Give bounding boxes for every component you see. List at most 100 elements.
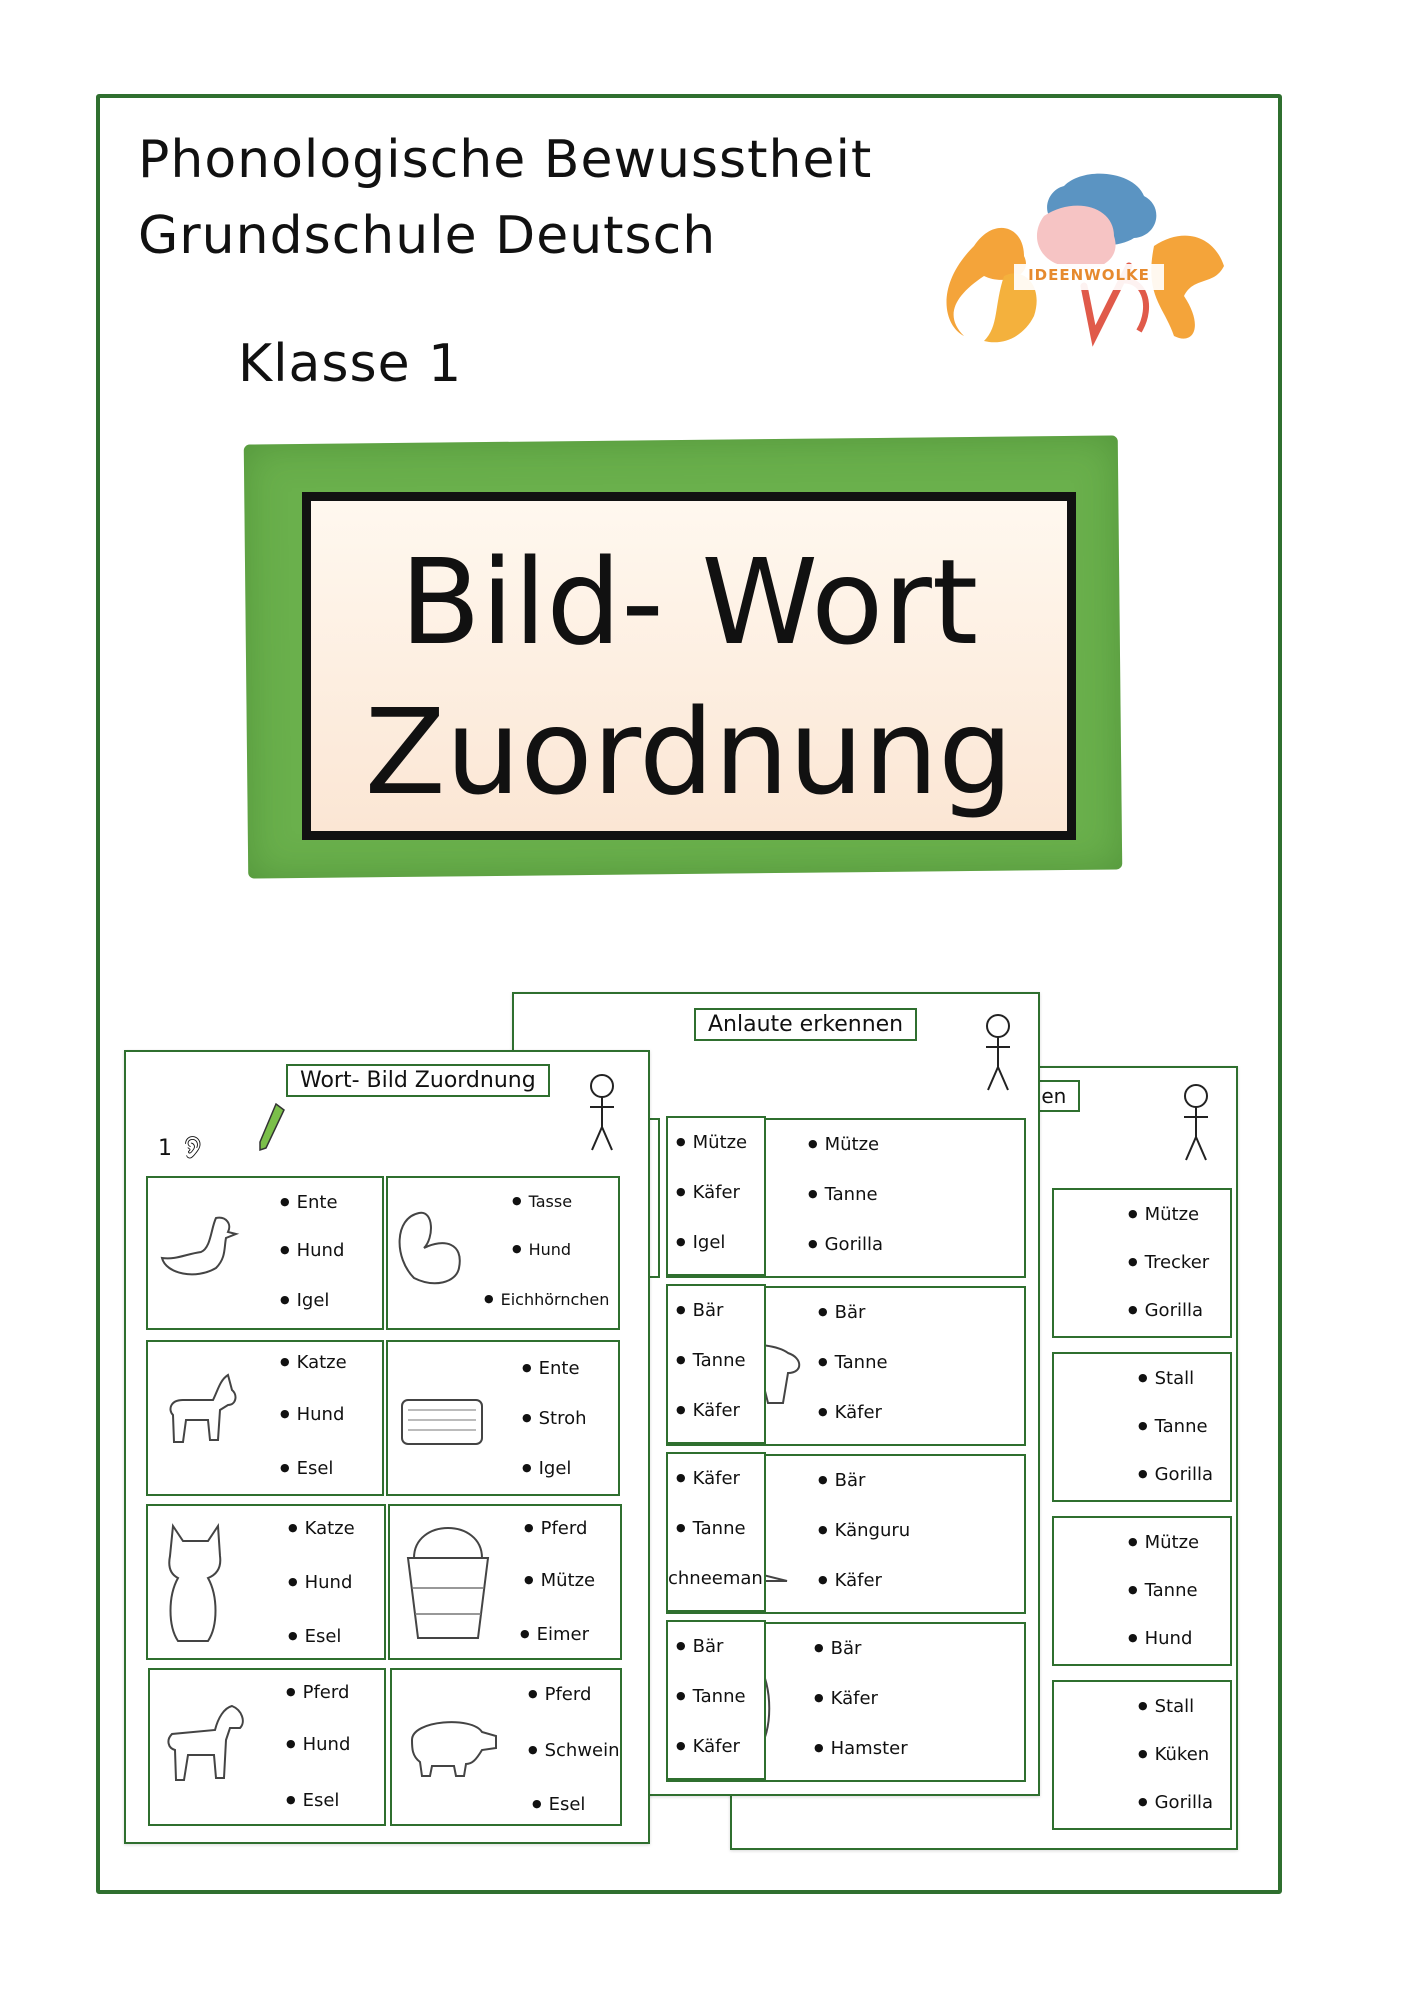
- option: Stall: [1138, 1368, 1195, 1389]
- option: Käfer: [814, 1688, 878, 1709]
- option: Hund: [288, 1572, 353, 1593]
- straw-bale-icon: [401, 1399, 483, 1445]
- card: Stall Küken Gorilla: [1052, 1680, 1232, 1830]
- option: Bär: [676, 1636, 724, 1657]
- option: Käfer: [676, 1736, 740, 1757]
- option: Ente: [280, 1192, 338, 1213]
- option: Pferd: [286, 1682, 350, 1703]
- boy-icon: [590, 1074, 614, 1151]
- option: chneemann: [668, 1568, 766, 1589]
- option: Tanne: [676, 1350, 746, 1371]
- option: Tanne: [1128, 1580, 1198, 1601]
- option: Eichhörnchen: [484, 1290, 610, 1309]
- option: Schwein: [528, 1740, 620, 1761]
- squirrel-icon: [398, 1211, 461, 1285]
- option: Gorilla: [1138, 1792, 1213, 1813]
- header-line-1: Phonologische Bewusstheit: [138, 130, 873, 190]
- option: Bär: [814, 1638, 862, 1659]
- card: Katze Hund Esel: [146, 1504, 386, 1660]
- card: Mütze Käfer Igel: [666, 1116, 766, 1276]
- option: Bär: [818, 1302, 866, 1323]
- worksheet-left: Wort- Bild Zuordnung 1 👂︎ Ente Hund Igel…: [124, 1050, 650, 1844]
- option: Esel: [532, 1794, 586, 1815]
- option: Käfer: [676, 1468, 740, 1489]
- grade-label: Klasse 1: [238, 334, 463, 394]
- card: Tasse Hund Eichhörnchen: [386, 1176, 620, 1330]
- option: Küken: [1138, 1744, 1210, 1765]
- option: Bär: [676, 1300, 724, 1321]
- page-frame: [96, 94, 1282, 1894]
- option: Tasse: [512, 1192, 572, 1211]
- logo-graphic: [946, 173, 1224, 347]
- option: Gorilla: [1128, 1300, 1203, 1321]
- pig-icon: [410, 1721, 497, 1777]
- sheet-middle-title: Anlaute erkennen: [694, 1008, 918, 1041]
- option: Ente: [522, 1358, 580, 1379]
- option: Esel: [280, 1458, 334, 1479]
- option: Esel: [288, 1626, 342, 1647]
- card: Pferd Mütze Eimer: [388, 1504, 622, 1660]
- option: Mütze: [1128, 1532, 1200, 1553]
- option: Stall: [1138, 1696, 1195, 1717]
- option: Hund: [1128, 1628, 1193, 1649]
- card: Katze Hund Esel: [146, 1340, 384, 1496]
- option: Stroh: [522, 1408, 587, 1429]
- option: Käfer: [676, 1182, 740, 1203]
- horse-icon: [167, 1704, 244, 1781]
- card: Mütze Tanne Hund: [1052, 1516, 1232, 1666]
- option: Pferd: [524, 1518, 588, 1539]
- option: Hund: [280, 1404, 345, 1425]
- option: Katze: [280, 1352, 347, 1373]
- option: Käfer: [676, 1400, 740, 1421]
- option: Mütze: [524, 1570, 596, 1591]
- option: Hund: [286, 1734, 351, 1755]
- pencil-icon: [259, 1102, 285, 1152]
- donkey-icon: [169, 1373, 237, 1443]
- card: Pferd Schwein Esel: [390, 1668, 622, 1826]
- option: Igel: [676, 1232, 726, 1253]
- card: Bär Tanne Käfer: [666, 1284, 766, 1444]
- option: Mütze: [676, 1132, 748, 1153]
- option: Pferd: [528, 1684, 592, 1705]
- sheet-left-title: Wort- Bild Zuordnung: [286, 1064, 550, 1097]
- option: Bär: [818, 1470, 866, 1491]
- card: Stall Tanne Gorilla: [1052, 1352, 1232, 1502]
- option: Hund: [512, 1240, 571, 1259]
- boy-icon: [986, 1014, 1010, 1091]
- card: Ente Hund Igel: [146, 1176, 384, 1330]
- option: Gorilla: [1138, 1464, 1213, 1485]
- option: Igel: [522, 1458, 572, 1479]
- ear-icon: 👂︎: [179, 1136, 207, 1161]
- option: Mütze: [808, 1134, 880, 1155]
- title-line-2: Zuordnung: [364, 683, 1014, 821]
- option: Gorilla: [808, 1234, 883, 1255]
- option: Esel: [286, 1790, 340, 1811]
- header-line-2: Grundschule Deutsch: [138, 206, 717, 266]
- option: Igel: [280, 1290, 330, 1311]
- option: Känguru: [818, 1520, 911, 1541]
- option: Trecker: [1128, 1252, 1210, 1273]
- option: Mütze: [1128, 1204, 1200, 1225]
- option: Tanne: [676, 1518, 746, 1539]
- option: Käfer: [818, 1570, 882, 1591]
- ideenwolke-logo: IDEENWOLKE: [944, 166, 1234, 376]
- card: Käfer Tanne chneemann: [666, 1452, 766, 1612]
- boy-icon: [1184, 1084, 1208, 1161]
- option: Tanne: [818, 1352, 888, 1373]
- option: Tanne: [808, 1184, 878, 1205]
- logo-text: IDEENWOLKE: [1028, 266, 1150, 284]
- exercise-number: 1: [158, 1136, 172, 1161]
- option: Tanne: [676, 1686, 746, 1707]
- option: Eimer: [520, 1624, 589, 1645]
- option: Käfer: [818, 1402, 882, 1423]
- option: Hamster: [814, 1738, 908, 1759]
- duck-icon: [160, 1216, 240, 1276]
- option: Tanne: [1138, 1416, 1208, 1437]
- card: Bär Tanne Käfer: [666, 1620, 766, 1780]
- card: Pferd Hund Esel: [148, 1668, 386, 1826]
- option: Katze: [288, 1518, 355, 1539]
- card: Mütze Trecker Gorilla: [1052, 1188, 1232, 1338]
- title-box: Bild- Wort Zuordnung: [302, 492, 1076, 840]
- cat-icon: [168, 1522, 222, 1642]
- card: Ente Stroh Igel: [386, 1340, 620, 1496]
